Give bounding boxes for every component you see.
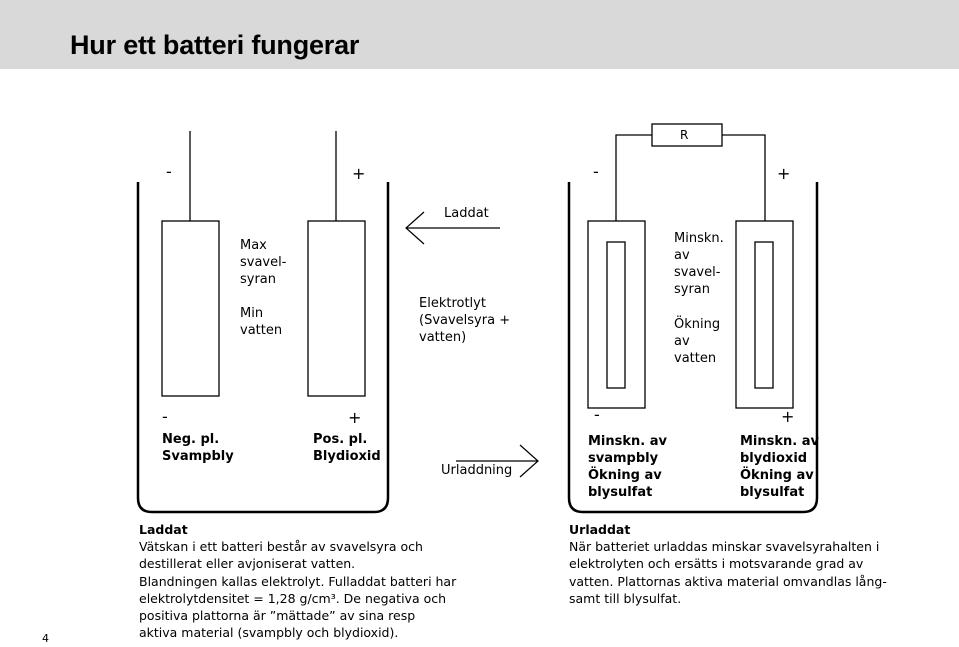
charged-description: Laddat Vätskan i ett batteri består av s… (139, 522, 457, 641)
right-neg-plate-label: Minskn. av svampbly Ökning av blysulfat (588, 434, 667, 500)
charge-arrow (405, 211, 500, 245)
right-neg-plate (587, 220, 646, 409)
right-neg-wire (615, 134, 652, 221)
charge-label: Laddat (444, 206, 489, 221)
left-neg-plate (161, 220, 220, 397)
discharged-heading: Urladdat (569, 522, 631, 537)
right-pos-plate (735, 220, 794, 409)
right-neg-sign: - (594, 405, 600, 424)
right-pos-top-sign: + (777, 164, 791, 183)
right-pos-plate-core (754, 241, 774, 389)
right-pos-sign: + (781, 407, 795, 426)
right-pos-plate-label: Minskn. av blydioxid Ökning av blysulfat (740, 434, 819, 500)
discharge-label: Urladdning (441, 463, 513, 478)
discharge-arrow (456, 444, 539, 478)
left-pos-sign: + (348, 408, 362, 427)
level-min-label: Min vatten (240, 306, 283, 338)
page-title: Hur ett batteri fungerar (70, 30, 360, 60)
water-increase-label: Ökning av vatten (674, 317, 721, 366)
pos-plate-label: Pos. pl. Blydioxid (313, 432, 381, 464)
left-pos-top-sign: + (352, 164, 366, 183)
right-neg-top-sign: - (593, 162, 599, 181)
charged-heading: Laddat (139, 522, 188, 537)
left-neg-top-sign: - (166, 162, 172, 181)
resistor (651, 123, 723, 147)
right-container (567, 182, 819, 514)
left-pos-plate (307, 220, 366, 397)
neg-plate-label: Neg. pl. Svampbly (162, 432, 234, 464)
right-pos-wire (722, 134, 766, 221)
left-container (136, 182, 390, 514)
resistor-label: R (680, 128, 689, 142)
level-max-label: Max svavel- syran (240, 238, 287, 287)
electrolyte-label: Elektrotlyt (Svavelsyra + vatten) (419, 296, 511, 345)
page-number: 4 (42, 632, 49, 645)
acid-decrease-label: Minskn. av svavel- syran (674, 231, 724, 297)
right-neg-plate-core (606, 241, 626, 389)
header-bar (0, 0, 959, 69)
discharged-description: Urladdat När batteriet urladdas minskar … (569, 522, 887, 606)
left-neg-sign: - (162, 407, 168, 426)
